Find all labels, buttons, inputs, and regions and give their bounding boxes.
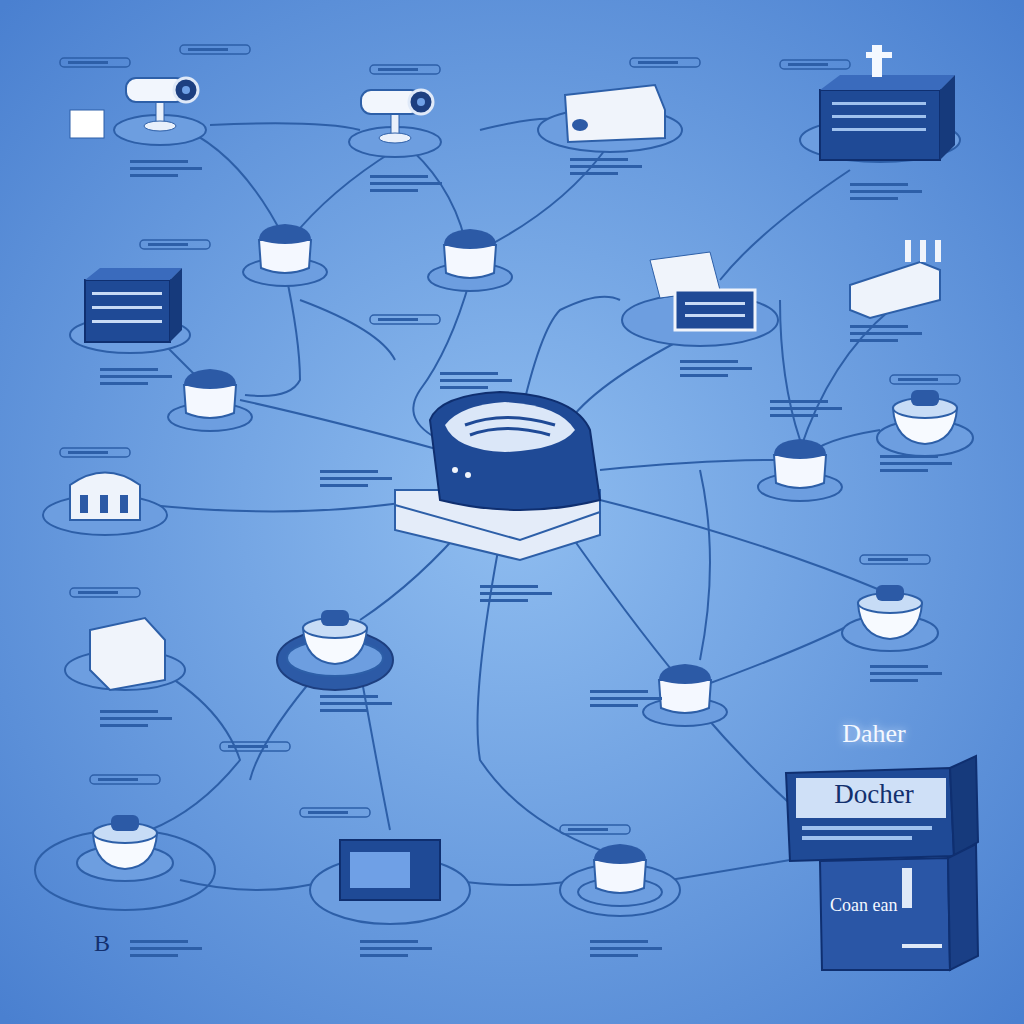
device-icons bbox=[35, 45, 973, 924]
box-shape bbox=[782, 718, 982, 974]
illegible-captions bbox=[60, 45, 960, 957]
storage-box: DaherDocherCoan ean bbox=[782, 718, 982, 974]
box-text: Coan ean bbox=[830, 896, 920, 916]
corner-letter: B bbox=[94, 930, 110, 957]
central-router bbox=[395, 392, 600, 560]
network-wires bbox=[140, 119, 890, 890]
box-text: Docher bbox=[834, 780, 913, 810]
box-heading: Daher bbox=[842, 720, 906, 749]
